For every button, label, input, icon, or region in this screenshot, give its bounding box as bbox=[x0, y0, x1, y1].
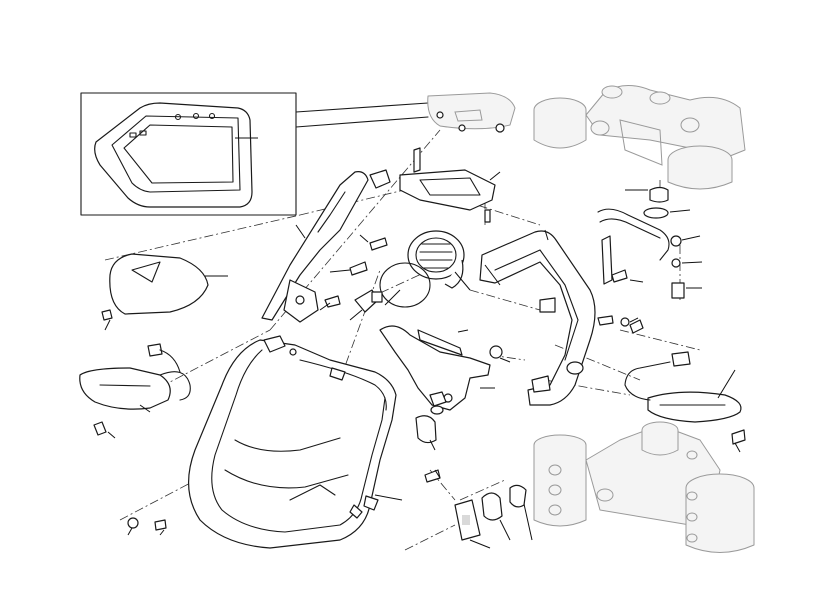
fairing-support-left bbox=[109, 253, 228, 315]
headlight-bulb-holder bbox=[349, 289, 383, 321]
headlight-seal-ring bbox=[379, 262, 431, 308]
left-fairing-panel bbox=[261, 171, 369, 323]
lower-triple-clamp bbox=[533, 421, 755, 553]
instrument-detail-inset bbox=[80, 92, 429, 216]
fastener-screws bbox=[101, 234, 685, 536]
cable-clip bbox=[484, 209, 644, 334]
upper-triple-clamp bbox=[533, 85, 746, 190]
wiring-bracket bbox=[597, 186, 703, 289]
fairing-support-right bbox=[479, 229, 596, 406]
center-bracket bbox=[379, 325, 495, 411]
headlight-reflector bbox=[407, 230, 471, 291]
rubber-pads bbox=[415, 405, 533, 549]
instrument-panel-detail bbox=[94, 102, 258, 208]
left-turn-indicator bbox=[79, 343, 191, 439]
instrument-bracket bbox=[369, 147, 501, 211]
right-turn-indicator bbox=[624, 351, 746, 453]
instrument-panel bbox=[427, 92, 516, 133]
headlight-fairing bbox=[187, 335, 403, 549]
